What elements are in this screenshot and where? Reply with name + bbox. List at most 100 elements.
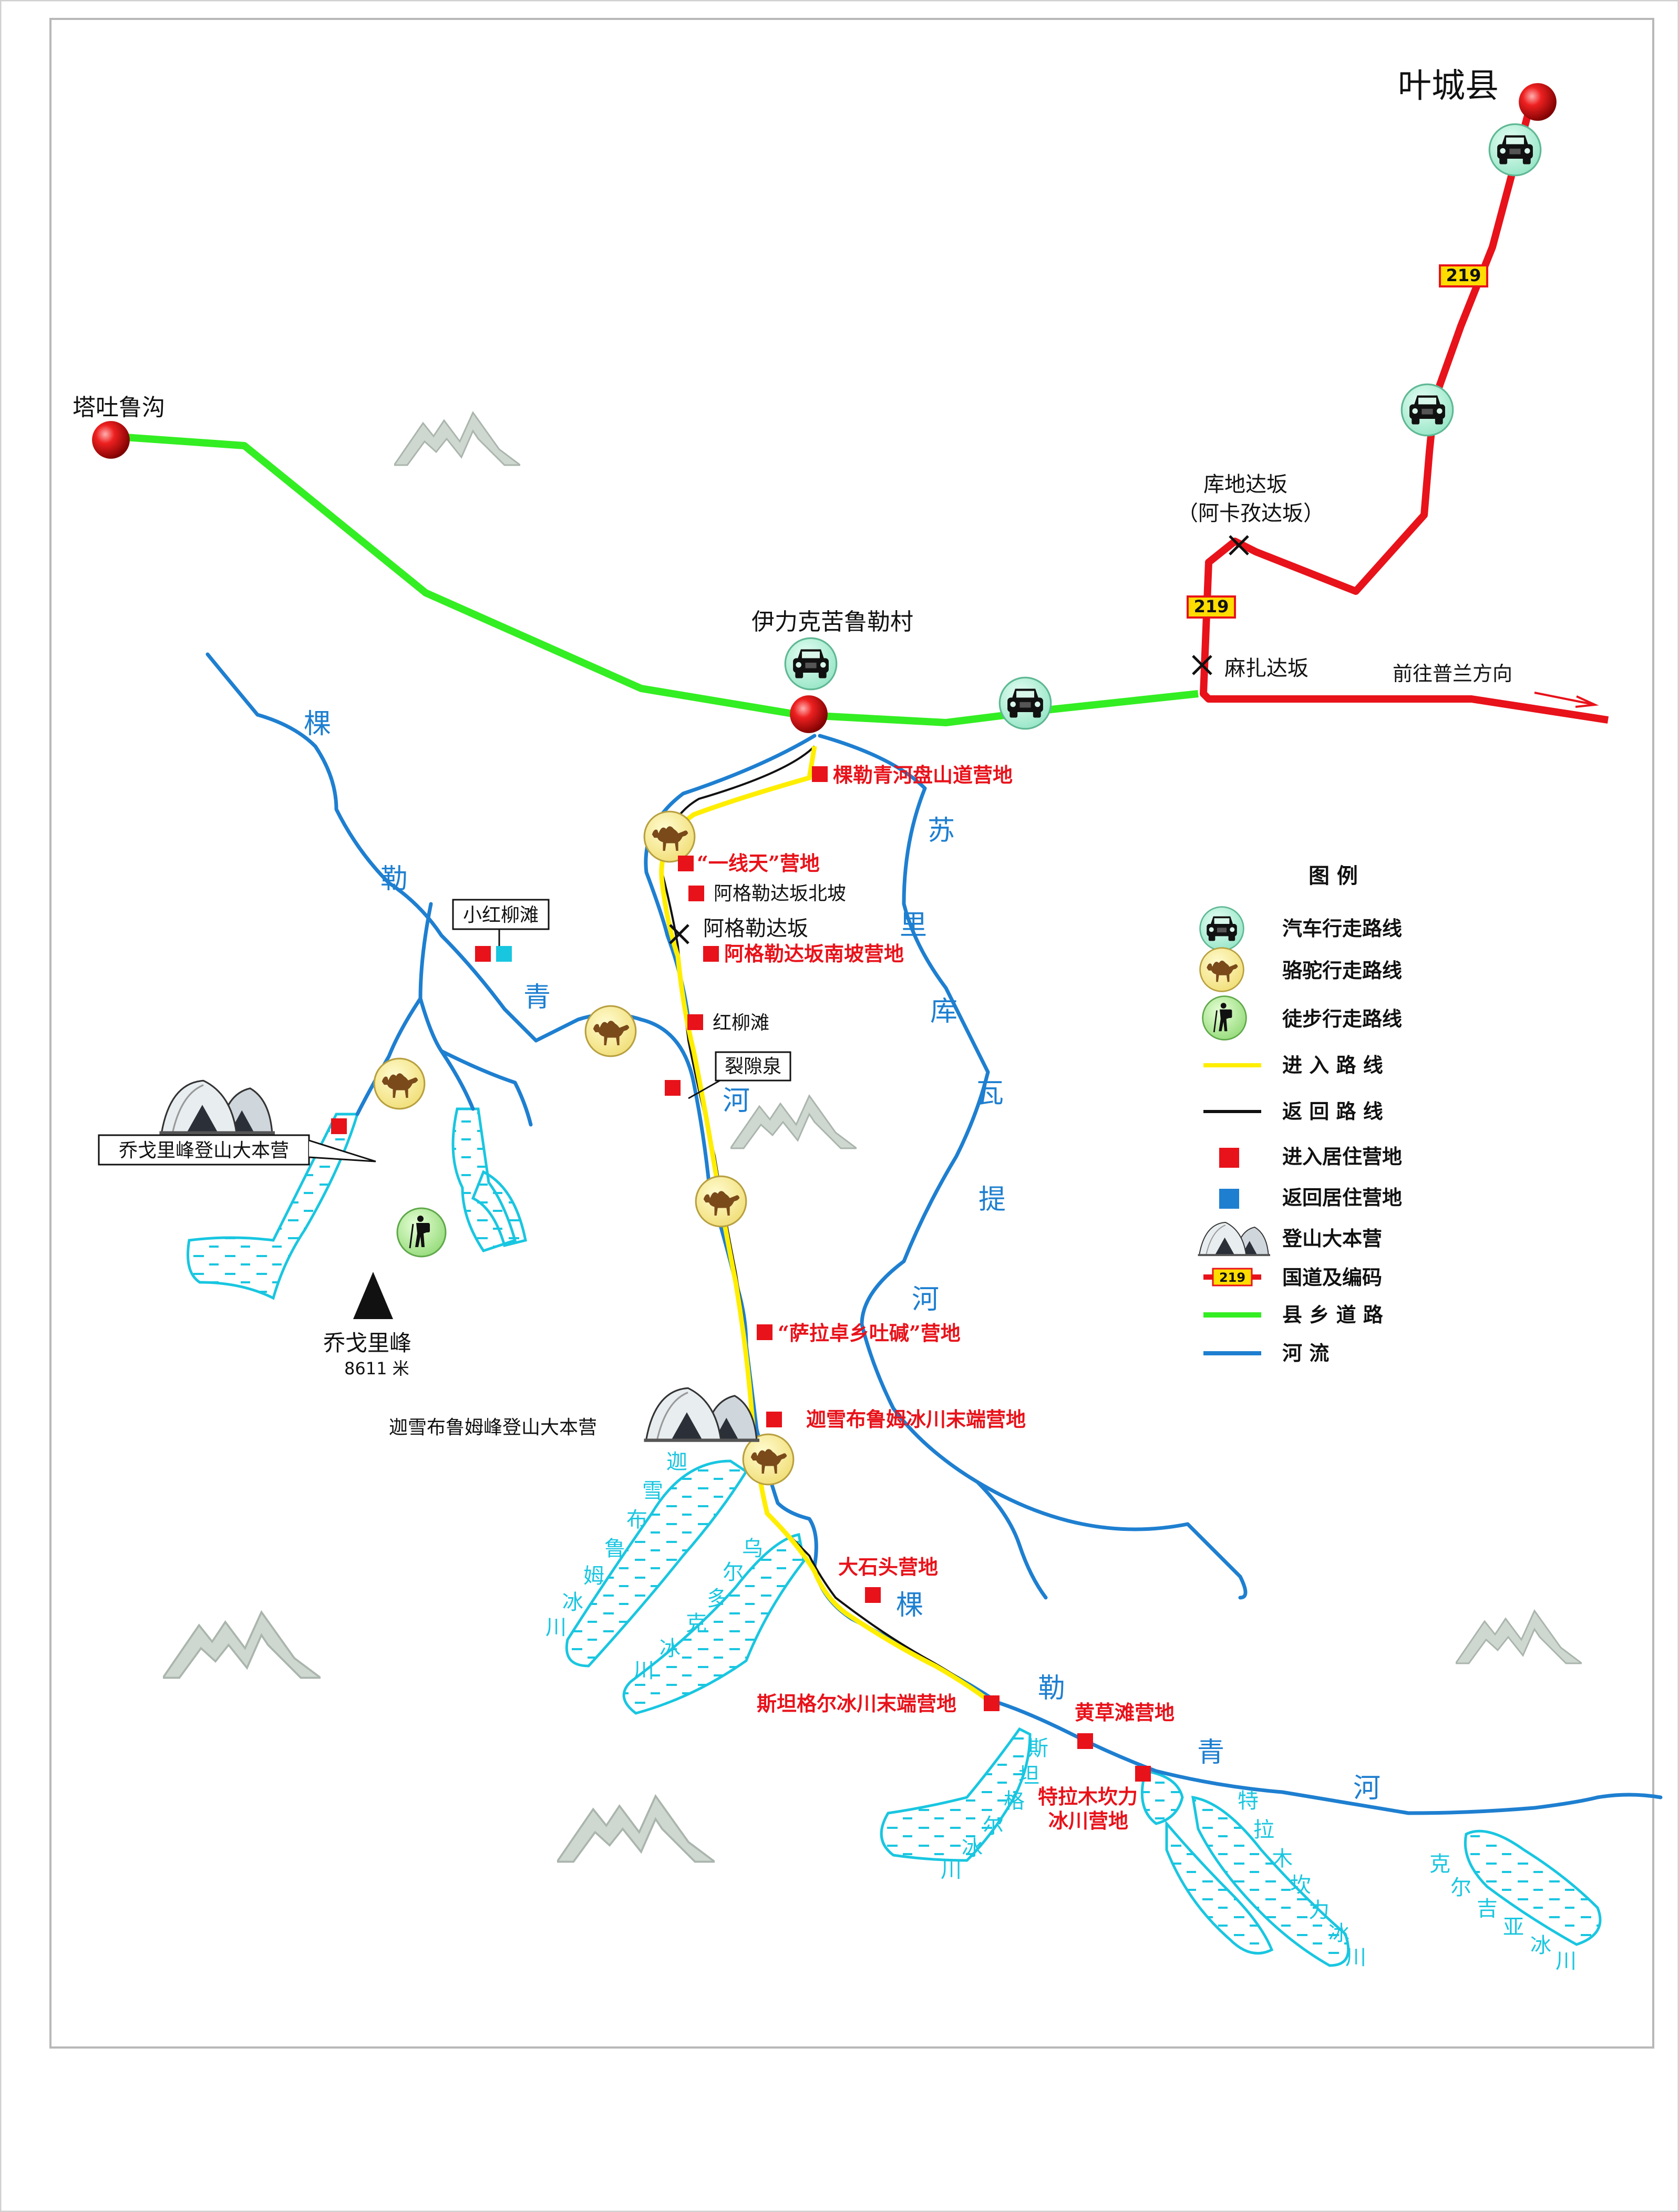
glacier-char: 冰 [562,1590,583,1614]
glacier-char: 尔 [723,1560,744,1585]
pass-label-kudi: 库地达坂 [1203,472,1287,497]
glacier-char: 雪 [642,1479,663,1503]
glacier-char: 川 [545,1616,566,1640]
glacier-char: 坎 [1290,1873,1311,1897]
camp-label: 阿格勒达坂南坡营地 [724,942,904,965]
direction-label: 前往普兰方向 [1393,662,1512,685]
glacier-tramkangri-2 [1165,1820,1274,1955]
camp-label: 棵勒青河盘山道营地 [833,763,1013,787]
label-box-liexiquan: 裂隙泉 [688,1051,791,1099]
car-icon [1199,906,1244,951]
car-icon [998,676,1052,730]
camp-marker [812,766,828,782]
river-label-keleqing-lower: 棵 勒 青 河 [896,1590,1381,1804]
camp-label: 迦雪布鲁姆冰川末端营地 [806,1407,1026,1431]
entry-route [659,746,1000,1710]
glacier-char: 冰 [660,1637,681,1661]
river-char: 苏 [928,815,955,847]
glacier-kyagar [1464,1829,1602,1946]
river-char: 河 [1353,1773,1381,1804]
glacier-char: 克 [686,1611,707,1635]
glacier-tramkangri [1191,1795,1350,1967]
glacier-label-tramkangri: 特 拉 木 坎 力 冰 川 [1238,1789,1366,1970]
car-icon [1488,123,1542,177]
river-char: 棵 [896,1590,923,1621]
car-icon [1400,383,1454,437]
glacier-tramkangri-lake [1140,1769,1184,1825]
camp-label: 阿格勒达坂北坡 [714,883,846,904]
river-suli [644,734,817,1022]
city-label-yecheng: 叶城县 [1398,67,1499,106]
river-west-branch-1 [418,902,475,1111]
legend-label: 国道及编码 [1282,1266,1382,1289]
camel-icon [373,1057,426,1110]
hiker-icon [396,1207,447,1258]
glacier-staghar [880,1727,1032,1862]
river-char: 河 [723,1085,750,1117]
direction-arrow [1534,692,1599,708]
map-frame [49,18,1654,2049]
camp-marker [984,1695,1000,1711]
car-icon [784,637,838,691]
river-label-keleqing-upper: 棵 勒 青 河 [304,708,750,1117]
pass-label-akazi: （阿卡孜达坂） [1177,501,1324,526]
glacier-label-kyagar: 克 尔 吉 亚 冰 川 [1429,1852,1577,1973]
camp-marker [678,856,694,871]
glacier-char: 布 [626,1508,647,1532]
glacier-char: 尔 [1450,1876,1471,1900]
legend: 图 例 汽车行走路线 骆驼行走路线 徒步行走路线 进 入 路 线 返 回 路 线… [1197,863,1402,1365]
glacier-char: 迦 [666,1450,687,1474]
glacier-char: 尔 [983,1814,1004,1838]
legend-label: 河 流 [1282,1341,1329,1365]
glacier-char: 姆 [583,1564,604,1588]
legend-label: 返 回 路 线 [1282,1099,1383,1123]
camel-icon [695,1175,747,1228]
camp-marker [865,1587,881,1603]
camel-icon [584,1005,637,1057]
camp-marker [1077,1733,1093,1749]
road-badge-219-top: 219 [1439,264,1488,287]
legend-swatch-blue-square [1219,1189,1239,1209]
camp-label: “一线天”营地 [697,851,820,875]
legend-title: 图 例 [1309,863,1358,888]
glacier-char: 木 [1272,1847,1293,1871]
river-char: 勒 [380,863,408,895]
pass-markers [669,535,1249,944]
glacier-label-staghar: 斯 坦 格 尔 冰 川 [941,1736,1048,1882]
road-number: 219 [1219,1270,1245,1285]
camp-label: 冰川营地 [1048,1809,1128,1833]
legend-swatch-road-219: 219 [1203,1268,1261,1287]
river-char: 库 [930,996,957,1027]
road-badge-219-mid: 219 [1187,595,1236,619]
camp-marker [687,1014,703,1030]
glacier-char: 吉 [1477,1897,1498,1921]
pass-label-agele: 阿格勒达坂 [703,917,808,941]
glacier-qogir [187,1113,359,1300]
pass-icon-agele [669,924,689,944]
peak-height-label: 8611 米 [344,1359,409,1378]
river-char: 里 [900,910,927,941]
pass-label-mazha: 麻扎达坂 [1224,656,1309,681]
river-char: 青 [1197,1737,1224,1768]
river-west-branch-3 [355,996,423,1116]
river-label-suli: 苏 里 库 瓦 提 河 [900,815,1006,1315]
camp-marker [766,1412,782,1427]
glacier-char: 冰 [1530,1933,1551,1958]
peak-triangle-icon [353,1272,393,1319]
city-label-yilik: 伊力克苦鲁勒村 [751,609,913,635]
city-marker-yilik [790,695,828,733]
camp-marker [703,946,719,962]
legend-label: 徒步行走路线 [1282,1007,1402,1031]
label-text: 裂隙泉 [725,1056,781,1077]
hiker-icon [1202,995,1247,1041]
glacier-char: 川 [1556,1949,1577,1973]
legend-label: 汽车行走路线 [1282,917,1402,940]
city-marker-yecheng [1519,83,1557,121]
camp-marker [475,946,491,962]
label-gasherbrum-bc: 迦雪布鲁姆峰登山大本营 [389,1417,597,1438]
peak-label: 乔戈里峰 [323,1330,411,1356]
glacier-char: 亚 [1503,1915,1524,1939]
label-box-qogir-bc: 乔戈里峰登山大本营 [98,1134,376,1166]
glacier-char: 冰 [1328,1921,1350,1946]
river-char: 勒 [1038,1673,1065,1704]
